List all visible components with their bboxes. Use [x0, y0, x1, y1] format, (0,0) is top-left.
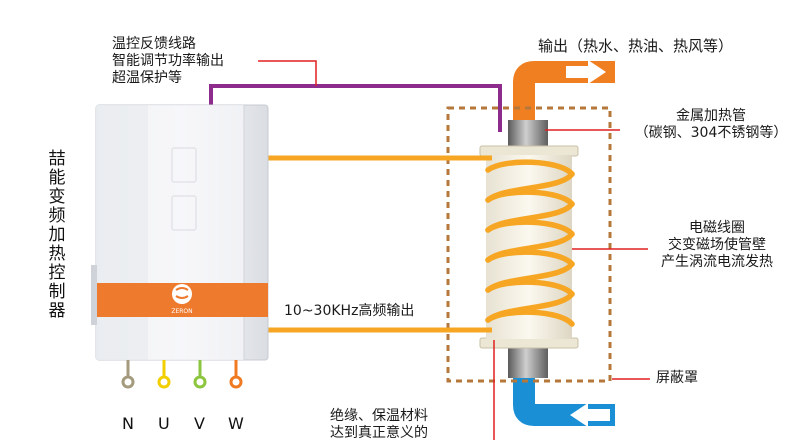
inverter-controller: ZERON	[91, 104, 269, 361]
terminal-w-icon	[229, 375, 243, 389]
terminal-u-icon	[157, 375, 171, 389]
feedback-label: 温控反馈线路 智能调节功率输出 超温保护等	[112, 36, 224, 86]
terminal-label-n: N	[122, 414, 134, 433]
controller-title-char: 加	[48, 225, 66, 245]
electromagnetic-coil	[485, 159, 575, 327]
controller-title-char: 控	[48, 263, 66, 283]
controller-title-char: 频	[48, 206, 66, 226]
terminal-label-u: U	[158, 414, 170, 433]
feedback-wire	[209, 84, 502, 132]
metal-tube-label: 金属加热管 （碳钢、304不锈钢等）	[634, 108, 788, 141]
panel-slot-top	[171, 147, 197, 183]
terminal-label-v: V	[194, 414, 205, 433]
coil-label: 电磁线圈 交变磁场使管壁 产生涡流电流发热	[661, 220, 773, 270]
output-label: 输出（热水、热油、热风等）	[538, 37, 734, 55]
hot-output-pipe	[513, 60, 615, 128]
controller-title-char: 热	[48, 244, 66, 264]
leader-lines	[258, 60, 650, 440]
shield-label: 屏蔽罩	[656, 370, 698, 386]
panel-slot-bottom	[171, 195, 197, 231]
controller-title-char: 制	[48, 282, 66, 302]
controller-title-char: 喆	[48, 149, 66, 169]
bobbin-top-flange	[479, 145, 579, 157]
controller-title-char: 能	[48, 168, 66, 188]
shield-enclosure	[446, 106, 612, 383]
terminal-n-icon	[121, 375, 135, 389]
power-terminals	[121, 360, 243, 389]
controller-title-char: 变	[48, 187, 66, 207]
cold-input-pipe	[513, 372, 615, 427]
controller-title-char: 器	[48, 301, 66, 321]
freq-output-label: 10~30KHz高频输出	[284, 303, 415, 319]
terminal-label-w: W	[228, 414, 244, 433]
brand-text: ZERON	[171, 308, 192, 315]
arrow-right-icon	[566, 60, 606, 84]
terminal-v-icon	[193, 375, 207, 389]
arrow-left-icon	[570, 403, 610, 427]
insulation-label: 绝缘、保温材料 达到真正意义的	[330, 408, 428, 441]
controller-title: 喆能变频加热控制器	[46, 150, 68, 321]
